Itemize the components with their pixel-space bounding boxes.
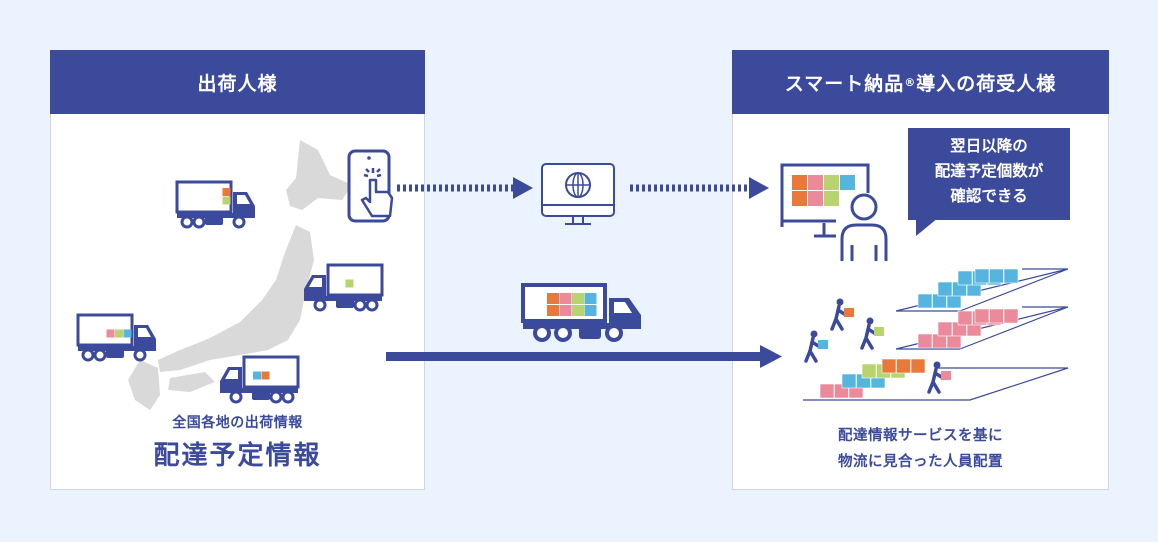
stock-box: [937, 321, 953, 337]
stock-box: [896, 358, 911, 374]
shipper-caption-big: 配達予定情報: [153, 441, 322, 471]
dashboard-tile: [840, 175, 855, 190]
receiver-title-rest: 導入の荷受人様: [916, 72, 1057, 95]
cargo-box: [559, 293, 572, 304]
worker-icon: [830, 298, 854, 331]
worker-icon: [804, 330, 828, 363]
dashboard-tile: [808, 175, 823, 190]
stock-box: [1003, 308, 1019, 324]
receiver-panel: スマート納品®導入の荷受人様 配達情報サービスを基に 物流に見合った人員配置: [732, 50, 1109, 490]
carried-box: [844, 308, 854, 317]
receiver-caption: 配達情報サービスを基に 物流に見合った人員配置: [733, 423, 1108, 475]
stock-box: [861, 363, 877, 379]
cargo-box: [584, 305, 597, 316]
dashboard-tile: [824, 175, 839, 190]
receiver-panel-title: スマート納品®導入の荷受人様: [732, 50, 1109, 114]
info-speech-bubble: 翌日以降の 配達予定個数が 確認できる: [908, 128, 1070, 220]
cargo-box: [261, 371, 270, 380]
carried-box: [818, 340, 828, 349]
cargo-box: [559, 305, 572, 316]
delivery-truck-icon: [521, 283, 641, 342]
truck-icon: [304, 263, 384, 312]
arrow-head: [513, 177, 533, 199]
bubble-tail: [916, 218, 938, 236]
arrow-head: [749, 177, 769, 199]
truck-icon: [220, 355, 300, 404]
dashboard-tile: [792, 191, 807, 206]
stock-box: [937, 281, 953, 297]
carried-box: [874, 327, 884, 336]
dashboard-tile: [792, 175, 807, 190]
delivery-flow-arrow: [386, 345, 782, 368]
cargo-box: [106, 329, 115, 338]
person-icon: [840, 193, 888, 261]
shipper-caption-small: 全国各地の出荷情報: [172, 415, 303, 431]
bubble-line: 翌日以降の: [950, 137, 1028, 155]
carried-box: [941, 371, 951, 380]
receiver-caption-line: 物流に見合った人員配置: [838, 454, 1003, 470]
server-globe-icon: [541, 163, 615, 225]
cargo-box: [253, 371, 261, 380]
shelf-platform: [895, 306, 1069, 350]
registered-mark: ®: [904, 75, 917, 89]
stock-box: [1003, 268, 1019, 284]
data-flow-arrow-to-receiver: [630, 177, 769, 199]
receiver-caption-line: 配達情報サービスを基に: [838, 428, 1003, 444]
stock-box: [917, 333, 933, 349]
shelf-platform: [895, 268, 1069, 312]
truck-icon: [175, 180, 255, 229]
smartphone-tap-icon: [347, 149, 394, 223]
floor-platform: [803, 367, 1069, 401]
cargo-box: [547, 293, 559, 304]
stock-box: [917, 293, 933, 309]
bubble-line: 配達予定個数が: [934, 162, 1044, 180]
stock-box: [957, 310, 973, 326]
cargo-box: [547, 305, 559, 316]
stock-box: [841, 373, 857, 389]
data-flow-arrow-to-server: [397, 177, 533, 199]
dashboard-tile: [824, 191, 839, 206]
stock-box: [974, 268, 990, 284]
cargo-box: [115, 329, 123, 338]
worker-icon: [927, 361, 951, 394]
shipper-panel-title: 出荷人様: [50, 50, 425, 114]
cargo-box: [123, 329, 132, 338]
stock-box: [910, 358, 926, 374]
stock-box: [989, 308, 1004, 324]
worker-icon: [860, 317, 884, 350]
bubble-line: 確認できる: [950, 187, 1028, 205]
cargo-box: [222, 188, 231, 196]
cargo-box: [345, 279, 354, 288]
stock-box: [819, 383, 835, 399]
stock-box: [881, 358, 897, 374]
cargo-box: [584, 293, 597, 304]
stock-box: [974, 308, 990, 324]
cargo-box: [572, 293, 584, 304]
receiver-title-main: スマート納品: [784, 72, 905, 95]
truck-icon: [76, 313, 156, 362]
cargo-box: [222, 196, 231, 205]
stock-box: [957, 270, 973, 286]
cargo-box: [572, 305, 584, 316]
dashboard-tile: [808, 191, 823, 206]
arrow-head: [760, 345, 782, 368]
stock-box: [989, 268, 1004, 284]
receiver-monitor-icon: [780, 163, 870, 238]
